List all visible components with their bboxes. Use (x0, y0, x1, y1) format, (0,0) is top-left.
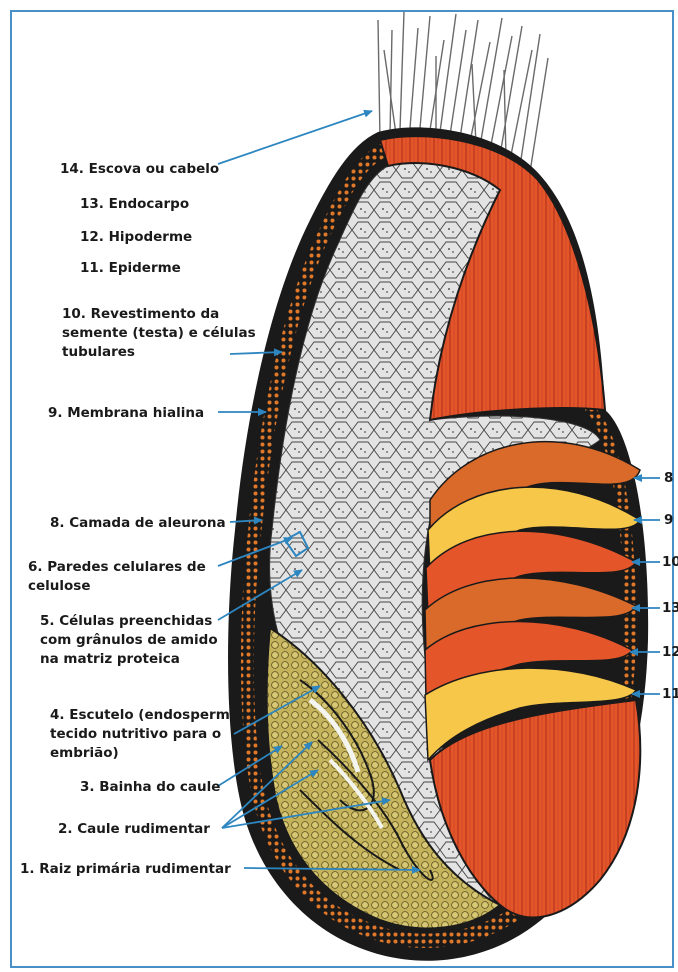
label-8-aleurone: 8. Camada de aleurona (50, 514, 226, 533)
right-number-9: 9 (664, 512, 673, 528)
right-number-8: 8 (664, 470, 673, 486)
label-4-scutellum: 4. Escutelo (endosperma tecido nutritivo… (50, 706, 239, 763)
label-2-rudimentary-stem: 2. Caule rudimentar (58, 820, 210, 839)
label-12-hypodermis: 12. Hipoderme (80, 228, 192, 247)
right-number-11: 11 (662, 686, 678, 702)
label-5-starch-cells: 5. Células preenchidas com grânulos de a… (40, 612, 218, 669)
right-number-10: 10 (662, 554, 678, 570)
right-number-13: 13 (662, 600, 678, 616)
label-10-seed-coat: 10. Revestimento da semente (testa) e cé… (62, 305, 256, 362)
label-13-endocarp: 13. Endocarpo (80, 195, 189, 214)
label-11-epidermis: 11. Epiderme (80, 259, 181, 278)
label-14-brush: 14. Escova ou cabelo (60, 160, 219, 179)
label-3-stem-sheath: 3. Bainha do caule (80, 778, 220, 797)
right-number-12: 12 (662, 644, 678, 660)
label-1-primary-root: 1. Raiz primária rudimentar (20, 860, 231, 879)
label-6-cellulose-walls: 6. Paredes celulares de celulose (28, 558, 206, 596)
label-9-hyaline-membrane: 9. Membrana hialina (48, 404, 204, 423)
